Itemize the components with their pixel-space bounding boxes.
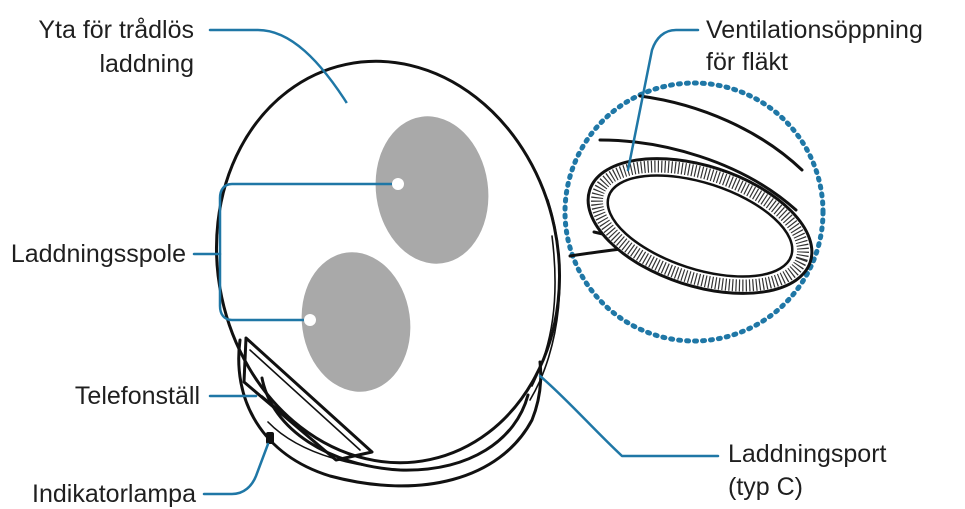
leader-charging-port [538,374,720,458]
zoom-dotted-circle [562,80,826,344]
label-charging-port-line1: Laddningsport [728,440,887,468]
fan-ring-inner [606,174,794,278]
charging-pad [214,59,562,465]
label-indicator-light: Indikatorlampa [32,480,196,508]
label-fan-vent-line2: för fläkt [706,48,788,76]
label-charging-port-line2: (typ C) [728,473,803,501]
indicator-lamp-shape [266,432,274,444]
label-phone-stand: Telefonställ [75,382,200,410]
fan-vent-detail [562,80,826,344]
dot-coil-lower [304,314,316,326]
dot-wireless-surface [344,102,356,114]
charging-coil-lower [301,252,411,392]
label-charging-coil: Laddningsspole [11,240,186,268]
leader-fan-vent [626,28,700,172]
leader-coil-bracket [218,182,400,322]
dot-coil-upper [392,178,404,190]
leader-lines [192,28,720,496]
charging-coil-upper [375,116,489,264]
fan-ring-grille [590,160,810,292]
leader-wireless-surface [208,28,352,110]
leader-indicator [202,442,270,496]
label-fan-vent-line1: Ventilationsöppning [706,16,923,44]
leader-dots [304,102,404,326]
label-wireless-surface-line2: laddning [99,50,194,78]
label-wireless-surface-line1: Yta för trådlös [38,16,194,44]
